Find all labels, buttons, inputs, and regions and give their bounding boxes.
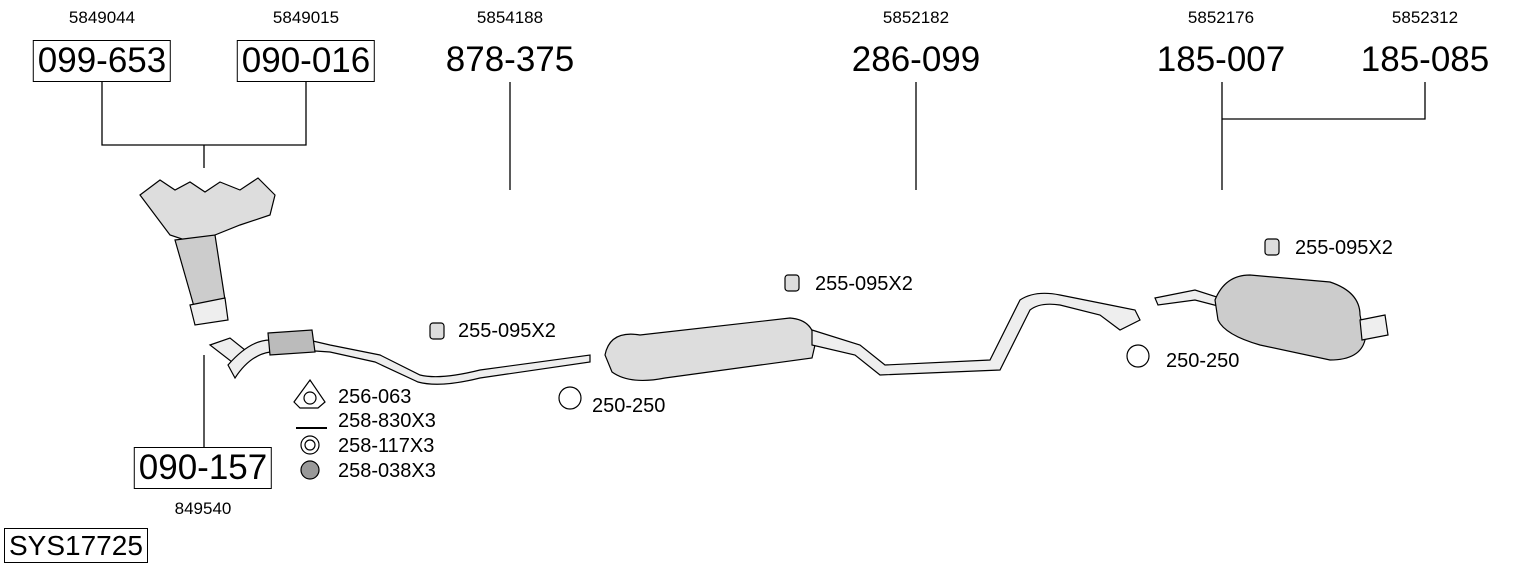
gasket-label[interactable]: 256-063	[338, 386, 412, 408]
leader-lines	[101, 82, 1426, 447]
oem-number: 5854188	[476, 8, 544, 27]
washer-label[interactable]: 258-117X3	[338, 435, 435, 457]
part-number[interactable]: 286-099	[851, 40, 981, 79]
hanger-label[interactable]: 255-095X2	[815, 273, 913, 295]
oem-number: 5849044	[68, 8, 136, 27]
hanger-icon	[1264, 238, 1280, 256]
hanger-icon	[784, 274, 800, 292]
part-number[interactable]: 878-375	[445, 40, 575, 79]
oem-number: 5852312	[1391, 8, 1459, 27]
hanger-label[interactable]: 255-095X2	[458, 320, 556, 342]
part-number[interactable]: 185-085	[1360, 40, 1490, 79]
front-pipe-oem-number: 849540	[174, 499, 232, 518]
clamp-icon	[558, 386, 582, 410]
clamp-label[interactable]: 250-250	[592, 395, 666, 417]
part-number[interactable]: 185-007	[1156, 40, 1286, 79]
nut-icon	[300, 460, 320, 480]
part-number-box[interactable]: 090-016	[236, 40, 376, 82]
clamp-label[interactable]: 250-250	[1166, 350, 1240, 372]
front-pipe-part[interactable]	[208, 329, 591, 385]
hanger-icon	[429, 322, 445, 340]
oem-number: 5852182	[882, 8, 950, 27]
middle-muffler-part[interactable]	[604, 292, 1141, 382]
nut-label[interactable]: 258-038X3	[338, 460, 436, 482]
front-pipe-part-number[interactable]: 090-157	[133, 447, 273, 489]
part-number-box[interactable]: 099-653	[32, 40, 172, 82]
oem-number: 5849015	[272, 8, 340, 27]
manifold-catalyst-part[interactable]	[139, 177, 276, 326]
system-id: SYS17725	[4, 528, 148, 563]
clamp-icon	[1126, 344, 1150, 368]
bolt-label[interactable]: 258-830X3	[338, 410, 436, 432]
oem-number: 5852176	[1187, 8, 1255, 27]
hanger-label[interactable]: 255-095X2	[1295, 237, 1393, 259]
rear-muffler-part[interactable]	[1154, 274, 1389, 361]
